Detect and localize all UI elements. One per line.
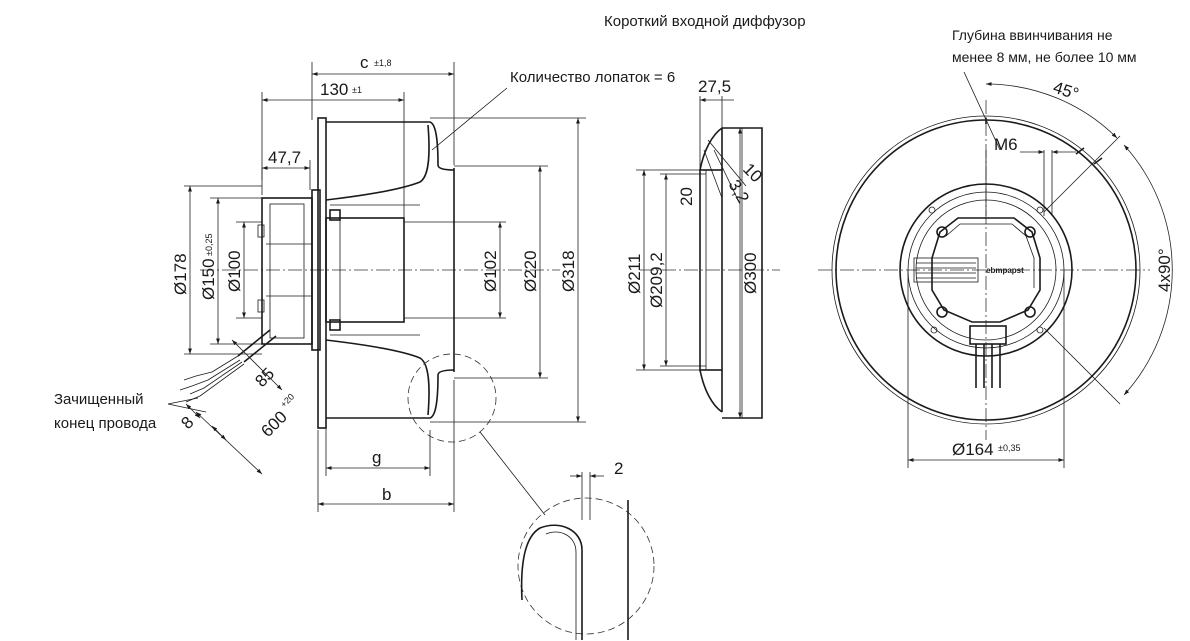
side-view — [167, 62, 586, 516]
short-inlet-diffuser-label: Короткий входной диффузор — [604, 13, 806, 30]
dim-164-tolerance: ±0,35 — [998, 443, 1020, 453]
ebmpapst-logo: ebmpapst — [986, 266, 1024, 275]
front-view — [818, 71, 1173, 468]
dim-130-tolerance: ±1 — [352, 85, 362, 95]
dim-m6: M6 — [994, 135, 1018, 154]
dim-130: 130 — [320, 80, 348, 99]
diffuser-view — [636, 96, 780, 419]
dim-300: Ø300 — [741, 252, 760, 294]
dim-b: b — [382, 485, 391, 504]
dim-318: Ø318 — [559, 250, 578, 292]
dim-164: Ø164 — [952, 440, 994, 459]
dim-2: 2 — [614, 459, 623, 478]
screw-depth-label-line2: менее 8 мм, не более 10 мм — [952, 49, 1137, 65]
stripped-wire-label-line1: Зачищенный — [54, 391, 144, 408]
labels: Короткий входной диффузор Глубина ввинчи… — [54, 13, 1174, 504]
detail-view — [517, 472, 655, 640]
dim-20: 20 — [677, 187, 696, 206]
dim-g: g — [372, 448, 381, 467]
dim-150: Ø150 — [199, 258, 218, 300]
dim-178: Ø178 — [171, 253, 190, 295]
stripped-wire-label-line2: конец провода — [54, 415, 157, 432]
dim-c-tolerance: ±1,8 — [374, 58, 391, 68]
dim-47-7: 47,7 — [268, 148, 301, 167]
dim-85: 85 — [251, 364, 278, 391]
dim-8: 8 — [177, 413, 197, 433]
blade-count-label: Количество лопаток = 6 — [510, 69, 675, 86]
dim-600: 600 — [257, 407, 290, 440]
dim-211: Ø211 — [625, 254, 644, 294]
dim-45-deg: 45° — [1051, 78, 1081, 104]
dim-100: Ø100 — [225, 250, 244, 292]
dim-102: Ø102 — [481, 250, 500, 292]
dim-150-tolerance: ±0,25 — [204, 234, 214, 256]
dim-220: Ø220 — [521, 250, 540, 292]
dim-27-5: 27,5 — [698, 77, 731, 96]
dim-600-tolerance: +20 — [278, 392, 296, 410]
dim-4x90-deg: 4x90° — [1155, 248, 1174, 292]
screw-depth-label-line1: Глубина ввинчивания не — [952, 27, 1113, 43]
dim-209-2: Ø209,2 — [647, 252, 666, 308]
dim-c: c — [360, 53, 369, 72]
